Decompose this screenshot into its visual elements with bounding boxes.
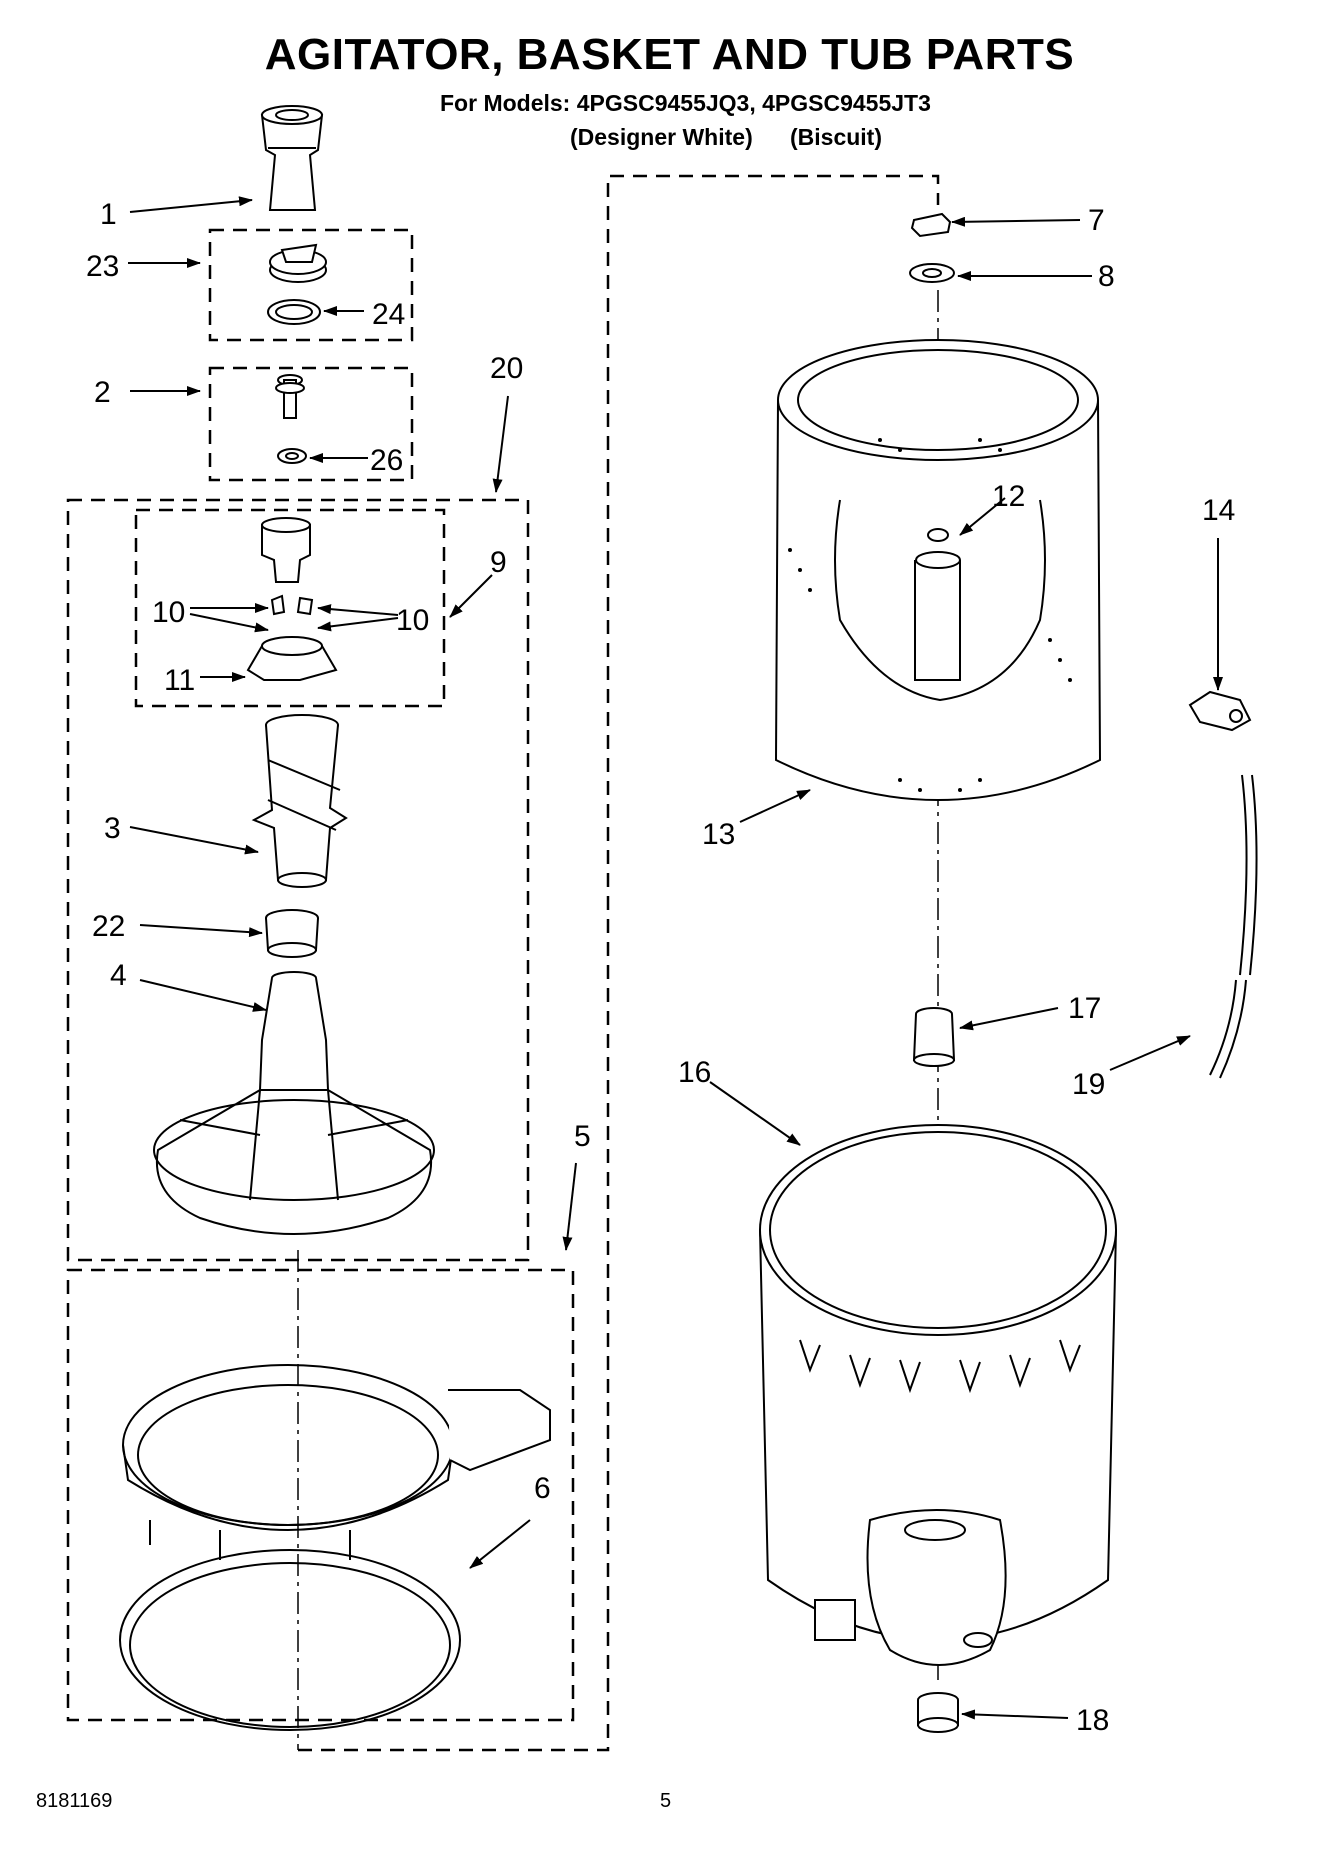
part-6-tub-ring [119,1364,551,1731]
part-1-cap [260,105,324,211]
callout-18: 18 [1076,1704,1109,1737]
group-box-9 [134,508,446,708]
part-3-agitator-barrel [251,714,348,888]
callout-23: 23 [86,250,119,283]
callout-11: 11 [164,664,195,697]
callout-19: 19 [1072,1068,1105,1101]
callout-16: 16 [678,1056,711,1089]
part-22-drive-bell [265,909,319,958]
color-biscuit: (Biscuit) [790,124,882,150]
part-14-hose-clip [1188,690,1252,732]
part-4-lower-agitator [153,971,435,1235]
group-box-5 [66,1268,575,1722]
callout-3: 3 [104,812,121,845]
part-18-drain-plug [917,1692,959,1733]
document-number: 8181169 [36,1790,113,1812]
callout-2: 2 [94,376,111,409]
page-title: AGITATOR, BASKET AND TUB PARTS [264,30,1075,79]
part-2-bolt [275,374,305,419]
callout-26: 26 [370,444,403,477]
color-designer-white: (Designer White) [570,124,753,150]
part-13-basket [774,339,1102,801]
callout-7: 7 [1088,204,1105,237]
part-24-ring [267,299,321,325]
callout-17: 17 [1068,992,1101,1025]
page-number: 5 [660,1790,672,1812]
part-26-washer [277,448,307,464]
part-17-seal [912,1007,956,1067]
callout-22: 22 [92,910,125,943]
callout-1: 1 [100,198,117,231]
callout-13: 13 [702,818,735,851]
part-16-outer-tub [759,1124,1117,1666]
leader-arrows [128,196,1223,1720]
callout-9: 9 [490,546,507,579]
callout-12: 12 [992,480,1025,513]
callout-8: 8 [1098,260,1115,293]
group-box-23 [208,228,414,342]
group-box-2 [208,366,414,482]
part-19-hose [1209,774,1258,1079]
callout-14: 14 [1202,494,1235,527]
part-23-cam [269,243,327,283]
callout-labels: 1 23 24 2 26 20 9 10 10 11 3 22 4 5 6 7 … [86,198,1235,1737]
part-9-dog-assembly [246,517,338,681]
models-line: For Models: 4PGSC9455JQ3, 4PGSC9455JT3 [440,90,931,116]
callout-5: 5 [574,1120,591,1153]
part-8-nut [909,263,955,283]
callout-6: 6 [534,1472,551,1505]
callout-10-right: 10 [396,604,429,637]
part-7-clip [910,212,952,238]
callout-10-left: 10 [152,596,185,629]
callout-24: 24 [372,298,405,331]
basket-perforations [788,438,1072,792]
callout-4: 4 [110,959,127,992]
callout-20: 20 [490,352,523,385]
